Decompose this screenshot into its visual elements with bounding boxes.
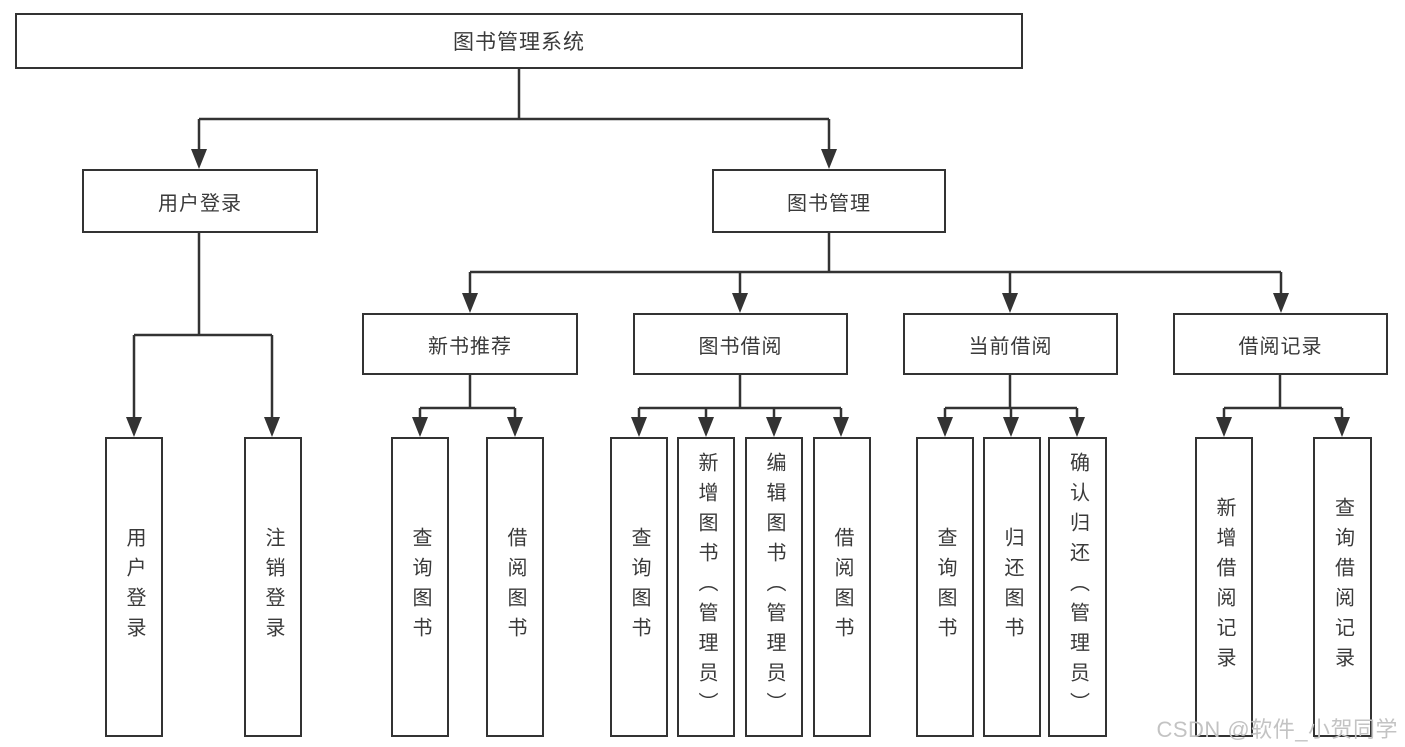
node-label: 查询图书 bbox=[409, 527, 431, 647]
node-rec-query-books: 查询图书 bbox=[391, 437, 449, 737]
node-label: 注销登录 bbox=[262, 527, 284, 647]
node-label: 当前借阅 bbox=[968, 335, 1053, 358]
node-label: 编辑图书（管理员） bbox=[763, 452, 785, 722]
node-library-management-system: 图书管理系统 bbox=[15, 13, 1023, 69]
node-label: 借阅记录 bbox=[1238, 335, 1323, 358]
node-label: 图书管理 bbox=[787, 192, 871, 215]
node-label: 查询图书 bbox=[934, 527, 956, 647]
node-cb-return-books: 归还图书 bbox=[983, 437, 1041, 737]
node-logout: 注销登录 bbox=[244, 437, 302, 737]
node-user-login-action: 用户登录 bbox=[105, 437, 163, 737]
node-book-borrowing: 图书借阅 bbox=[633, 313, 848, 375]
csdn-watermark: CSDN @软件_小贺同学 bbox=[1156, 717, 1398, 742]
node-label: 用户登录 bbox=[158, 192, 242, 215]
node-br-add-record: 新增借阅记录 bbox=[1195, 437, 1253, 737]
node-current-borrowing: 当前借阅 bbox=[903, 313, 1118, 375]
node-label: 查询借阅记录 bbox=[1331, 497, 1354, 677]
node-borrowing-records: 借阅记录 bbox=[1173, 313, 1388, 375]
node-label: 归还图书 bbox=[1001, 527, 1023, 647]
node-label: 新增借阅记录 bbox=[1213, 497, 1235, 677]
node-new-book-recommendation: 新书推荐 bbox=[362, 313, 578, 375]
node-br-query-record: 查询借阅记录 bbox=[1313, 437, 1372, 737]
arrowheads bbox=[126, 149, 1350, 437]
node-label: 确认归还（管理员） bbox=[1066, 452, 1089, 722]
node-user-login-module: 用户登录 bbox=[82, 169, 318, 233]
node-bb-query-books: 查询图书 bbox=[610, 437, 668, 737]
node-label: 新增图书（管理员） bbox=[695, 452, 717, 722]
node-label: 用户登录 bbox=[123, 527, 145, 647]
node-book-management-module: 图书管理 bbox=[712, 169, 946, 233]
node-label: 借阅图书 bbox=[504, 527, 526, 647]
node-bb-edit-books-admin: 编辑图书（管理员） bbox=[745, 437, 803, 737]
node-rec-borrow-books: 借阅图书 bbox=[486, 437, 544, 737]
node-cb-confirm-return-admin: 确认归还（管理员） bbox=[1048, 437, 1107, 737]
node-label: 新书推荐 bbox=[428, 335, 512, 358]
node-label: 查询图书 bbox=[628, 527, 650, 647]
node-label: 借阅图书 bbox=[831, 527, 853, 647]
node-bb-borrow-books: 借阅图书 bbox=[813, 437, 871, 737]
node-cb-query-books: 查询图书 bbox=[916, 437, 974, 737]
node-label: 图书管理系统 bbox=[453, 31, 585, 54]
node-label: 图书借阅 bbox=[698, 335, 783, 358]
node-bb-add-books-admin: 新增图书（管理员） bbox=[677, 437, 735, 737]
